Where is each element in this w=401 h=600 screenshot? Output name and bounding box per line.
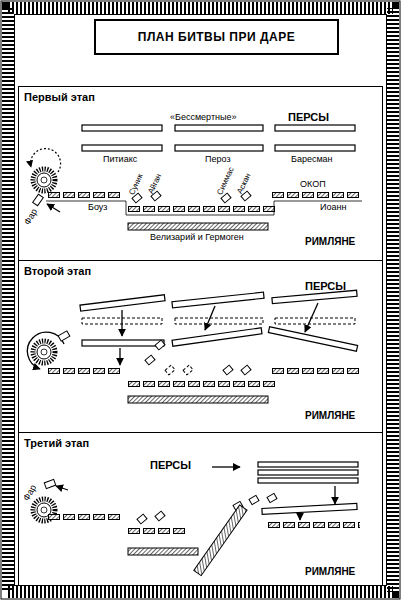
unit-label: ОКОП: [300, 180, 326, 190]
braid-border: [8, 8, 393, 592]
unit-label: Фар: [22, 483, 39, 503]
stage-three-art: [33, 462, 360, 576]
unit-label: Пероз: [205, 155, 231, 165]
title-box: [95, 20, 338, 54]
unit-label: «Бессмертные»: [170, 113, 237, 123]
unit-label: Иоанн: [320, 203, 346, 213]
army-label: РИМЛЯНЕ: [305, 566, 355, 577]
stage-heading: Первый этап: [24, 91, 95, 103]
army-label: РИМЛЯНЕ: [305, 236, 355, 247]
stage-two-art: [27, 290, 362, 403]
army-label: РИМЛЯНЕ: [305, 410, 355, 421]
unit-label: Айган: [147, 173, 164, 196]
army-label: ПЕРСЫ: [150, 459, 191, 471]
stage-heading: Второй этап: [24, 265, 91, 277]
army-label: ПЕРСЫ: [305, 280, 346, 292]
unit-label: Суник: [128, 173, 145, 197]
army-label: ПЕРСЫ: [288, 111, 329, 123]
stage-heading: Третий этап: [24, 437, 89, 449]
unit-label: Баресман: [291, 155, 333, 165]
unit-label: Питиакс: [103, 155, 137, 165]
unit-label: Фар: [23, 207, 40, 227]
diagram-title: ПЛАН БИТВЫ ПРИ ДАРЕ: [95, 20, 338, 54]
unit-label: Боуз: [88, 203, 107, 213]
unit-label: Аскан: [236, 172, 253, 196]
unit-label: Симмас: [216, 166, 237, 197]
stage-one-art: [31, 125, 362, 230]
unit-label: Велизарий и Гермоген: [150, 233, 244, 243]
inner-border: [15, 15, 387, 586]
